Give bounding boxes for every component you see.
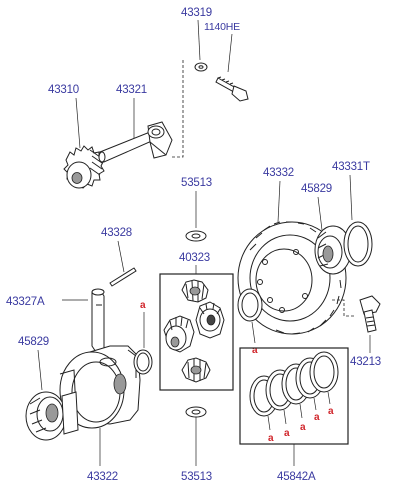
pinion-shaft-pin-43328 — [109, 240, 137, 287]
shim-43331t — [343, 174, 373, 267]
label-45829-right: 45829 — [301, 183, 332, 195]
bolt-1140he — [215, 33, 249, 102]
label-43328: 43328 — [101, 227, 132, 239]
ring-mark-a: a — [300, 422, 306, 433]
pinion-shaft-43327a — [62, 288, 105, 353]
tapered-roller-bearing-45829-right — [314, 196, 352, 275]
speedometer-sleeve-43321 — [98, 98, 173, 163]
washer-43319 — [194, 19, 208, 72]
label-43331t: 43331T — [332, 161, 370, 173]
label-43321: 43321 — [116, 84, 147, 96]
ring-mark-a: a — [328, 406, 334, 417]
label-43327a: 43327A — [6, 296, 45, 308]
bracket-line — [172, 60, 184, 158]
label-43332: 43332 — [263, 167, 294, 179]
label-1140he: 1140HE — [204, 21, 240, 33]
label-45842a: 45842A — [277, 471, 316, 483]
thrust-washer-53513-bottom — [185, 406, 207, 466]
ring-mark-a: a — [252, 345, 258, 356]
label-43319: 43319 — [181, 7, 212, 19]
ring-mark-a: a — [314, 412, 320, 423]
label-40323: 40323 — [179, 252, 210, 264]
ring-mark-a: a — [268, 433, 274, 444]
label-43322: 43322 — [87, 471, 118, 483]
speedometer-driven-gear-43310 — [63, 97, 105, 189]
label-43310: 43310 — [48, 84, 79, 96]
thrust-washer-53513-top — [185, 191, 207, 242]
label-43213: 43213 — [350, 356, 381, 368]
ring-mark-a: a — [140, 300, 146, 311]
label-45829-left: 45829 — [18, 336, 49, 348]
label-53513-top: 53513 — [181, 177, 212, 189]
label-53513-bottom: 53513 — [181, 471, 212, 483]
shim-set-45842a: a a a a a — [239, 347, 349, 466]
ring-gear-bolt-43213 — [332, 295, 381, 353]
tapered-roller-bearing-45829-left — [25, 349, 79, 441]
ring-mark-a: a — [284, 428, 290, 439]
washer-ring-a-center: a — [237, 288, 263, 356]
differential-case-43322: a — [59, 300, 153, 466]
differential-gear-set-40323 — [159, 265, 234, 391]
